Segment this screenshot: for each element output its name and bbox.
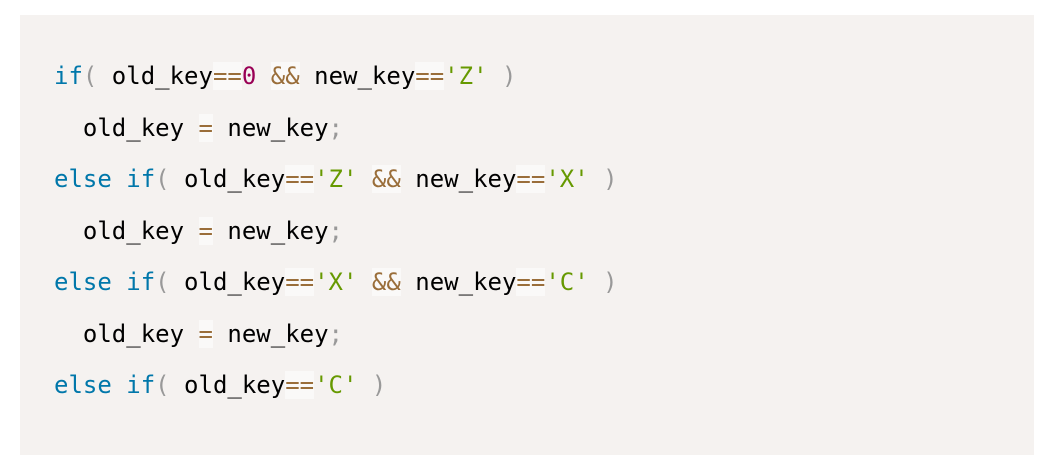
code-line: old_key = new_key; [54,206,1034,258]
keyword-token: if [126,268,156,296]
plain-token: new_key [212,113,329,142]
code-line: if( old_key==0 && new_key=='Z' ) [54,51,1034,103]
plain-token: new_key [400,268,517,296]
operator-token: && [371,165,401,193]
operator-token: == [285,371,315,399]
string-token: 'C' [314,371,358,399]
plain-token [112,165,126,193]
plain-token: old_key [169,165,286,193]
punctuation-token: ( [82,62,98,90]
operator-token: && [270,62,300,90]
punctuation-token: ) [603,165,618,193]
keyword-token: if [126,371,156,399]
keyword-token: if [54,62,83,90]
plain-token: old_key [54,113,199,142]
plain-token: new_key [212,319,329,348]
punctuation-token: ( [155,268,170,296]
plain-token [357,268,371,296]
keyword-token: else [54,371,112,399]
operator-token: == [516,268,546,296]
string-token: 'Z' [444,62,488,90]
plain-token: old_key [169,268,286,296]
plain-token: new_key [400,165,517,193]
code-line: old_key = new_key; [54,309,1034,361]
operator-token: == [285,165,315,193]
plain-token: old_key [54,319,199,348]
plain-token [256,62,270,90]
string-token: 'C' [545,268,589,296]
plain-token [357,165,371,193]
punctuation-token: ; [328,319,343,348]
punctuation-token: ) [603,268,618,296]
code-line: else if( old_key=='X' && new_key=='C' ) [54,257,1034,309]
code-line: else if( old_key=='Z' && new_key=='X' ) [54,154,1034,206]
plain-token: new_key [299,62,416,90]
plain-token: old_key [97,62,213,90]
plain-token [357,371,371,399]
keyword-token: if [126,165,156,193]
operator-token: == [415,62,445,90]
punctuation-token: ) [501,62,517,90]
string-token: 'X' [314,268,358,296]
plain-token: old_key [169,371,286,399]
operator-token: == [212,62,242,90]
string-token: 'Z' [314,165,358,193]
plain-token [589,268,603,296]
punctuation-token: ( [155,165,170,193]
operator-token: = [198,319,213,348]
plain-token [112,371,126,399]
plain-token [589,165,603,193]
operator-token: = [198,216,213,245]
keyword-token: else [54,165,112,193]
punctuation-token: ; [328,216,343,245]
code-block: if( old_key==0 && new_key=='Z' ) old_key… [20,15,1034,455]
operator-token: = [198,113,213,142]
code-line: else if( old_key=='C' ) [54,360,1034,412]
operator-token: && [371,268,401,296]
plain-token: new_key [212,216,329,245]
code-line: old_key = new_key; [54,103,1034,155]
keyword-token: else [54,268,112,296]
plain-token [488,62,502,90]
operator-token: == [516,165,546,193]
punctuation-token: ( [155,371,170,399]
plain-token [112,268,126,296]
punctuation-token: ) [371,371,387,399]
punctuation-token: ; [328,113,343,142]
operator-token: == [285,268,315,296]
string-token: 'X' [545,165,589,193]
plain-token: old_key [54,216,199,245]
number-token: 0 [241,62,257,90]
